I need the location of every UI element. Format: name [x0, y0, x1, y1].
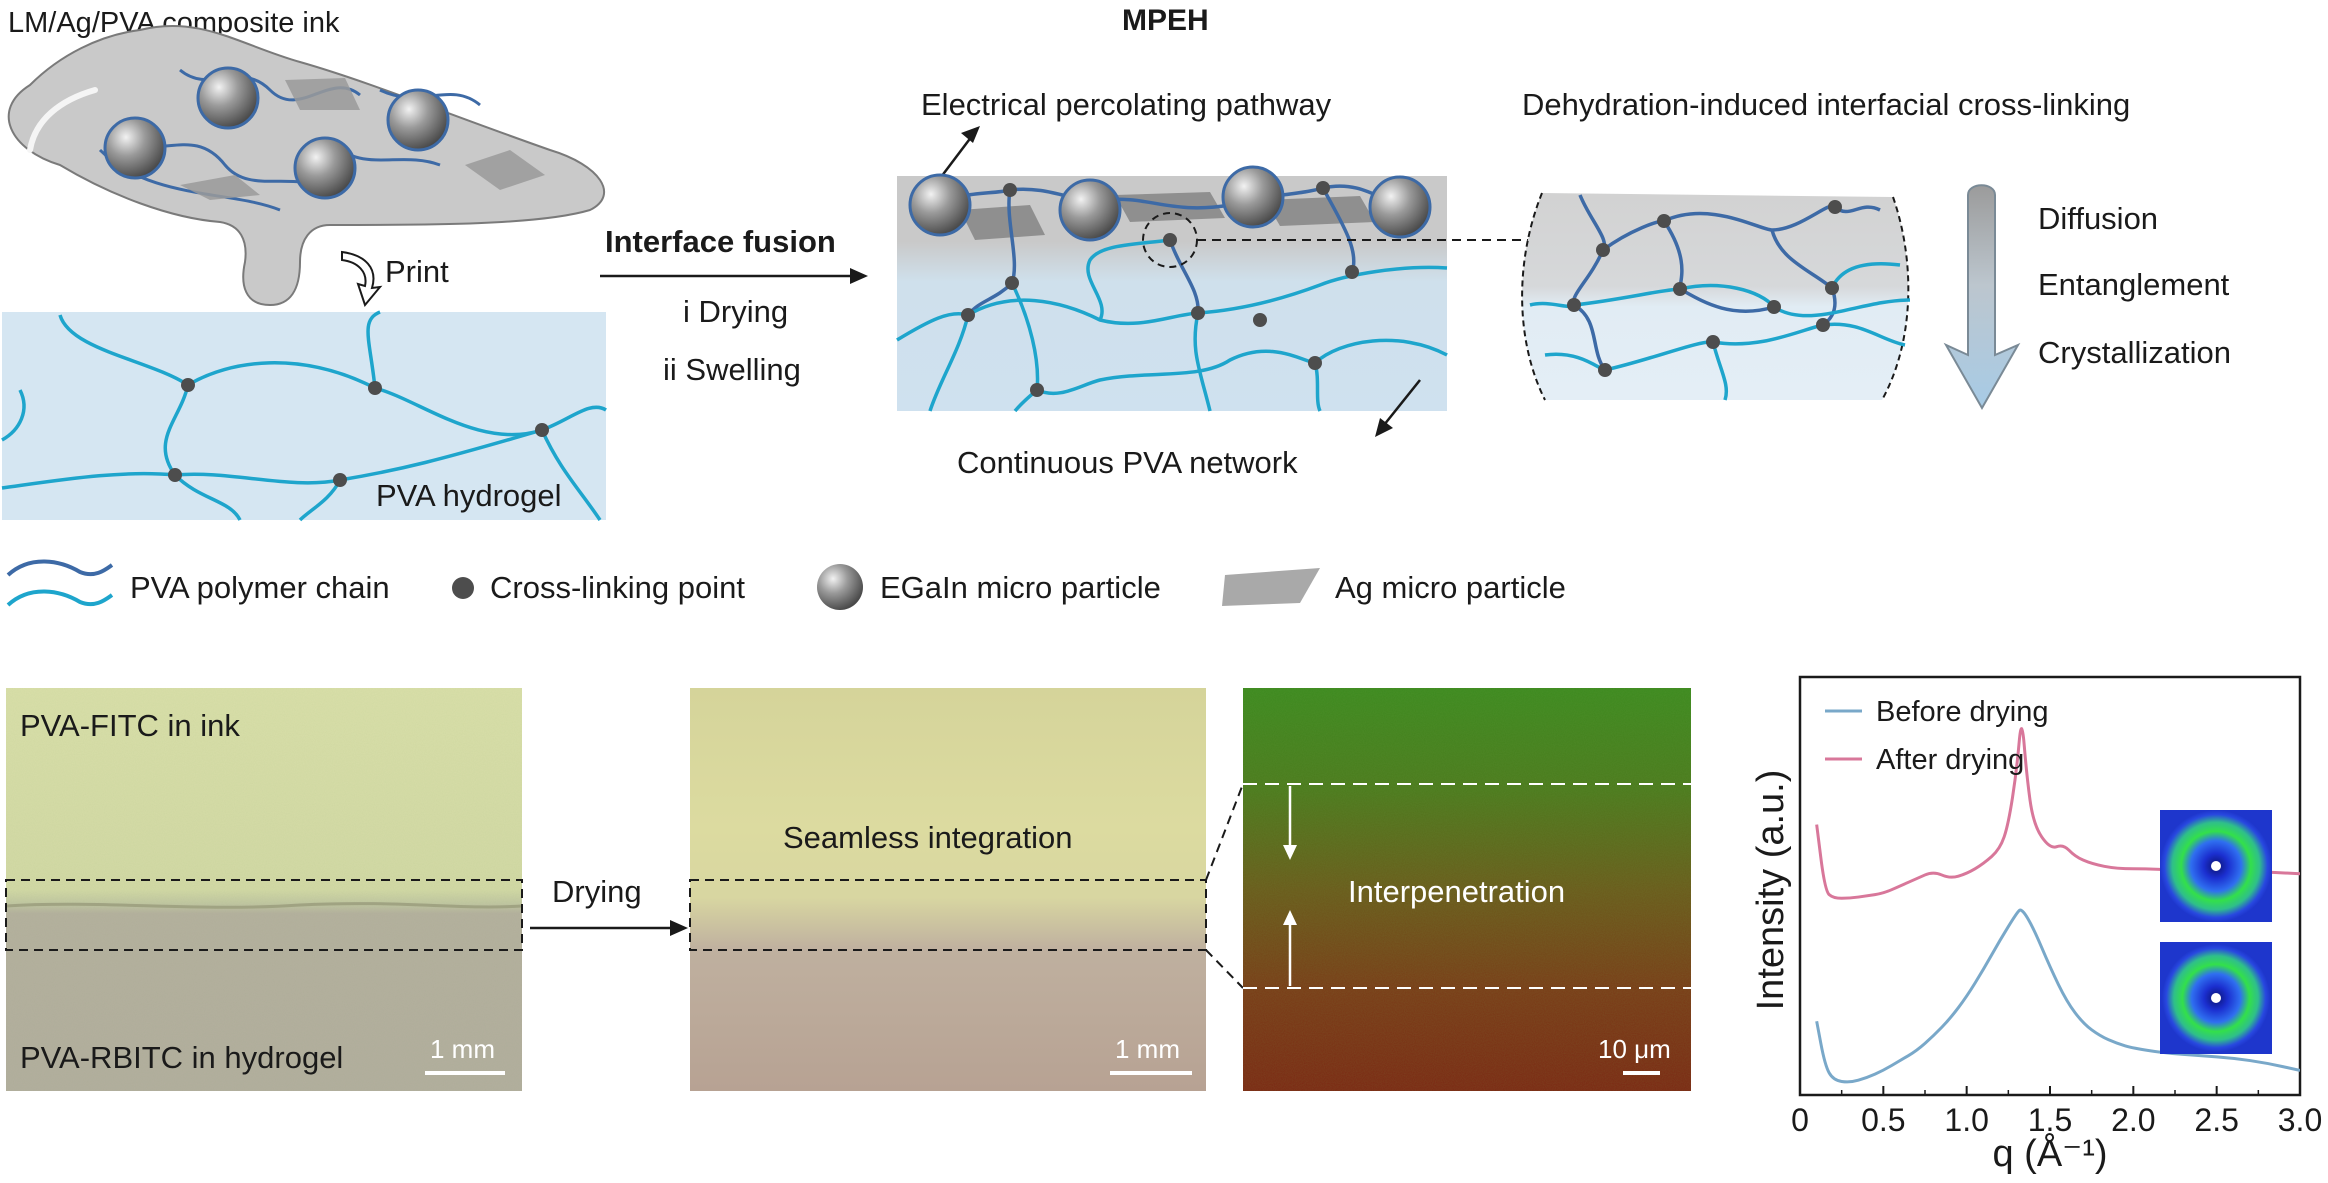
ink-ag-flakes	[180, 78, 545, 200]
legend-before-drying: Before drying	[1876, 696, 2049, 728]
mpeh-title: MPEH	[1122, 4, 1209, 37]
interface-fusion-label: Interface fusion	[605, 224, 836, 259]
process-entanglement: Entanglement	[2038, 267, 2230, 302]
dehydration-title: Dehydration-induced interfacial cross-li…	[1522, 87, 2130, 122]
legend-crosslink-label: Cross-linking point	[490, 570, 745, 605]
series-line-after-drying	[1815, 727, 2300, 900]
x-tick-label: 0	[1791, 1102, 1809, 1138]
series-line-before-drying	[1815, 908, 2300, 1084]
img3-scale: 10 μm	[1598, 1034, 1671, 1064]
legend-egain-label: EGaIn micro particle	[880, 570, 1161, 605]
waxs-chart: 0 0.5 1.0 1.5 2.0 2.5 3.0 Before drying After …	[1750, 675, 2322, 1175]
print-arrow	[341, 250, 383, 308]
chart-xlabel: q (Å⁻¹)	[1992, 1131, 2107, 1175]
legend-chain-label: PVA polymer chain	[130, 570, 390, 605]
drying-label: Drying	[552, 874, 642, 909]
print-label: Print	[385, 254, 449, 289]
x-tick-label: 1.0	[1944, 1102, 1988, 1138]
process-arrow	[1943, 184, 2021, 411]
hydrogel-block	[2, 312, 606, 520]
ink-egain-spheres	[103, 66, 450, 200]
zoom-detail	[1522, 193, 1909, 400]
x-tick-label: 0.5	[1861, 1102, 1905, 1138]
x-tick-label: 1.5	[2028, 1102, 2072, 1138]
process-diffusion: Diffusion	[2038, 201, 2158, 236]
chart-legend: Before drying After drying	[1825, 696, 2049, 776]
mpeh-egain-spheres	[908, 165, 1432, 242]
x-tick-label: 3.0	[2278, 1102, 2322, 1138]
img1-bottom-label: PVA-RBITC in hydrogel	[20, 1040, 343, 1075]
waxs-pattern-before	[2160, 942, 2272, 1054]
chart-ylabel: Intensity (a.u.)	[1750, 770, 1792, 1011]
x-tick-label: 2.5	[2194, 1102, 2238, 1138]
continuous-network-label: Continuous PVA network	[957, 445, 1298, 480]
process-crystallization: Crystallization	[2038, 335, 2231, 370]
hydrogel-label: PVA hydrogel	[376, 478, 562, 513]
img1-top-label: PVA-FITC in ink	[20, 708, 240, 743]
step-swelling: ii Swelling	[663, 352, 801, 387]
img2-scale: 1 mm	[1115, 1034, 1180, 1064]
zoom-crosslinks	[1567, 200, 1842, 377]
img2-label: Seamless integration	[783, 820, 1073, 855]
legend: PVA polymer chain Cross-linking point EG…	[6, 559, 1566, 610]
mpeh-ag-flakes	[960, 192, 1375, 240]
legend-ag-label: Ag micro particle	[1335, 570, 1566, 605]
img3-label: Interpenetration	[1348, 874, 1565, 909]
img1-scale: 1 mm	[430, 1034, 495, 1064]
legend-after-drying: After drying	[1876, 744, 2024, 776]
electrical-pathway-label: Electrical percolating pathway	[921, 87, 1332, 122]
micrograph-2	[690, 688, 1206, 1091]
step-drying: i Drying	[683, 294, 788, 329]
waxs-pattern-after	[2160, 810, 2272, 922]
x-tick-label: 2.0	[2111, 1102, 2155, 1138]
hydrogel-crosslinks	[168, 378, 549, 487]
mpeh-crosslinks	[961, 181, 1359, 397]
